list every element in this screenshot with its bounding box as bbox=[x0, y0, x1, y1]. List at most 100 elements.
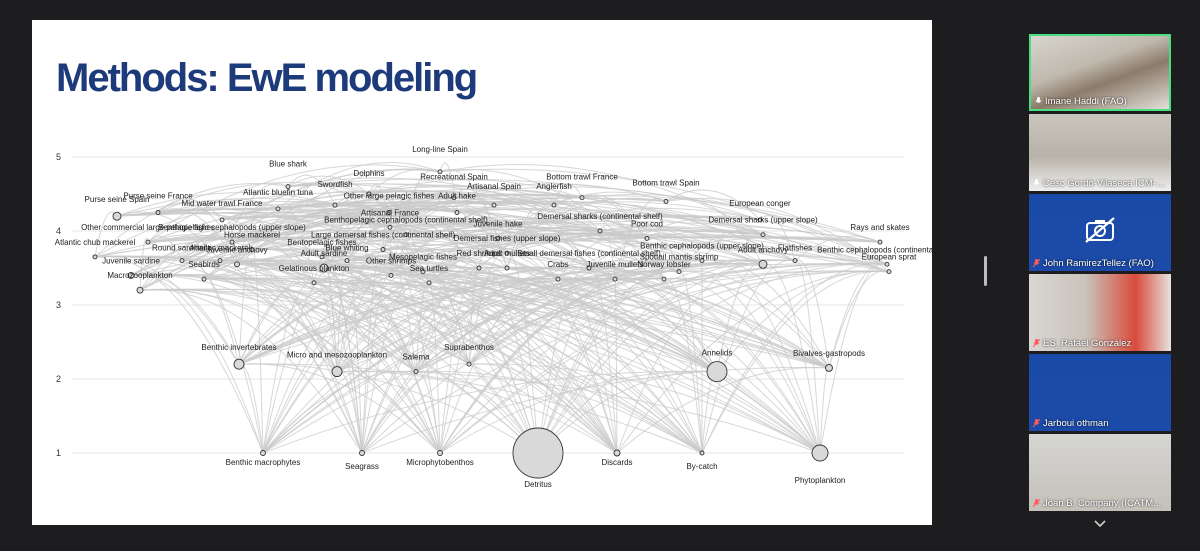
trophic-group-label: Benthic invertebrates bbox=[201, 343, 276, 352]
trophic-link bbox=[405, 220, 881, 243]
trophic-link bbox=[221, 206, 391, 228]
trophic-link bbox=[439, 278, 559, 454]
trophic-group-node bbox=[437, 169, 443, 175]
trophic-group-label: Purse seine Spain bbox=[85, 195, 150, 204]
trophic-group-label: Juvenile hake bbox=[474, 219, 523, 228]
trophic-group-label: Gelatinous plankton bbox=[279, 264, 350, 273]
panel-resize-handle[interactable] bbox=[984, 256, 987, 286]
trophic-link bbox=[238, 281, 430, 365]
trophic-link bbox=[468, 363, 821, 454]
trophic-group-node bbox=[145, 239, 151, 245]
background-banner bbox=[1029, 194, 1171, 214]
trophic-group-label: Benthic cephalopods (upper slope) bbox=[640, 242, 764, 251]
trophic-link bbox=[139, 289, 441, 454]
trophic-link bbox=[439, 263, 888, 454]
trophic-group-label: Atlantic bluefin tuna bbox=[243, 188, 313, 197]
trophic-link bbox=[439, 168, 888, 265]
trophic-link bbox=[238, 270, 424, 365]
trophic-group-label: Juvenile anchovy bbox=[206, 245, 267, 254]
trophic-group-node bbox=[344, 258, 350, 264]
y-tick-label: 3 bbox=[56, 300, 61, 310]
trophic-group-node bbox=[234, 261, 240, 268]
trophic-group-node bbox=[388, 272, 394, 278]
trophic-group-label: By-catch bbox=[686, 462, 717, 471]
trophic-group-label: European conger bbox=[729, 199, 791, 208]
trophic-group-node bbox=[403, 232, 409, 238]
trophic-link bbox=[262, 281, 315, 454]
mic-muted-icon bbox=[1033, 499, 1040, 507]
participant-tile[interactable]: Cesc Gordó-Vilaseca ICM-CS... bbox=[1029, 114, 1171, 191]
trophic-link bbox=[251, 248, 539, 454]
trophic-link bbox=[94, 231, 499, 258]
participant-tile[interactable]: John RamirezTellez (FAO) bbox=[1029, 194, 1171, 271]
trophic-link bbox=[313, 281, 539, 454]
mic-icon bbox=[1035, 97, 1042, 103]
trophic-group-node bbox=[676, 269, 682, 275]
trophic-link bbox=[251, 248, 703, 454]
participant-tile[interactable]: ES_Rafael González bbox=[1029, 274, 1171, 351]
trophic-link bbox=[313, 281, 363, 454]
trophic-group-label: Bottom trawl Spain bbox=[632, 178, 699, 187]
participant-video bbox=[1029, 114, 1171, 191]
trophic-link bbox=[236, 263, 363, 454]
trophic-link bbox=[382, 227, 407, 250]
trophic-link bbox=[139, 289, 363, 454]
mic-muted-icon bbox=[1033, 259, 1040, 267]
trophic-group-node bbox=[663, 198, 669, 204]
trophic-group-node bbox=[884, 261, 890, 267]
trophic-group-node bbox=[285, 184, 291, 190]
trophic-group-label: Adult mullets bbox=[484, 249, 530, 258]
trophic-link bbox=[262, 267, 480, 454]
y-tick-label: 1 bbox=[56, 448, 61, 458]
trophic-group-label: Anglerfish bbox=[536, 182, 572, 191]
trophic-group-label: Adult sardine bbox=[301, 249, 348, 258]
trophic-link bbox=[130, 274, 264, 454]
trophic-link bbox=[313, 281, 718, 373]
trophic-group-node bbox=[504, 265, 510, 271]
trophic-group-node bbox=[311, 280, 317, 286]
trophic-link bbox=[236, 263, 703, 454]
trophic-group-node bbox=[644, 235, 650, 241]
trophic-link bbox=[478, 233, 499, 269]
trophic-link bbox=[262, 370, 417, 454]
trophic-link bbox=[336, 370, 821, 454]
trophic-group-node bbox=[201, 276, 207, 282]
trophic-link bbox=[139, 289, 618, 454]
participant-name-row: ES_Rafael González bbox=[1033, 338, 1169, 349]
trophic-link bbox=[157, 208, 238, 265]
trophic-group-node bbox=[413, 369, 419, 375]
trophic-group-node bbox=[386, 210, 392, 215]
trophic-link bbox=[405, 229, 590, 269]
trophic-link bbox=[130, 274, 830, 369]
trophic-link bbox=[203, 278, 441, 454]
trophic-group-label: Recreational Spain bbox=[420, 173, 488, 182]
trophic-group-node bbox=[586, 265, 592, 271]
trophic-link bbox=[361, 274, 392, 454]
trophic-link bbox=[663, 278, 821, 454]
trophic-group-label: Swordfish bbox=[317, 180, 352, 189]
trophic-group-label: Blue whiting bbox=[325, 244, 368, 253]
trophic-link bbox=[238, 281, 315, 365]
trophic-link bbox=[238, 274, 392, 365]
participant-tile[interactable]: Imane Haddi (FAO) bbox=[1029, 34, 1171, 111]
trophic-link bbox=[701, 270, 890, 454]
trophic-link bbox=[493, 194, 601, 232]
trophic-group-node bbox=[217, 258, 223, 264]
participant-tile[interactable]: Joan B. Company (ICATM... bbox=[1029, 434, 1171, 511]
y-tick-label: 2 bbox=[56, 374, 61, 384]
trophic-group-node bbox=[319, 254, 325, 260]
trophic-link bbox=[238, 266, 590, 365]
trophic-link bbox=[336, 266, 508, 372]
chevron-down-icon[interactable] bbox=[1093, 517, 1107, 531]
trophic-group-label: Juvenile sardine bbox=[102, 256, 160, 265]
trophic-link bbox=[368, 179, 583, 199]
trophic-group-label: Horse mackerel bbox=[224, 231, 280, 240]
trophic-group-node bbox=[359, 450, 365, 456]
participant-tile[interactable]: Jarboui othman bbox=[1029, 354, 1171, 431]
trophic-link bbox=[336, 277, 616, 373]
trophic-link bbox=[181, 259, 539, 454]
trophic-link bbox=[238, 363, 703, 454]
trophic-link bbox=[701, 259, 796, 454]
trophic-link bbox=[221, 207, 648, 239]
trophic-link bbox=[238, 266, 480, 365]
